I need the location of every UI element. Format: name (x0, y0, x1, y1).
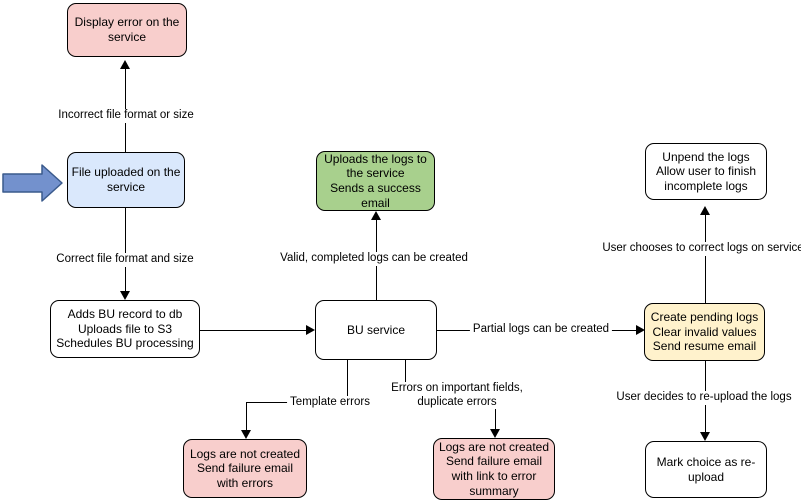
connector-to-bu-line (200, 330, 307, 331)
connector-correct-line (125, 208, 126, 292)
node-fail-summary: Logs are not created Send failure email … (433, 438, 555, 500)
node-bu-service: BU service (315, 300, 437, 360)
connector-user-chooses-line (705, 214, 706, 303)
edge-label-user-decides: User decides to re-upload the logs (613, 391, 795, 405)
arrowhead-down-icon (490, 429, 500, 438)
node-file-uploaded: File uploaded on the service (67, 152, 185, 208)
edge-label-correct: Correct file format and size (53, 253, 197, 267)
arrowhead-down-icon (120, 291, 130, 300)
node-unpend-logs: Unpend the logs Allow user to finish inc… (645, 143, 767, 200)
edge-label-incorrect: Incorrect file format or size (55, 109, 197, 123)
edge-label-valid: Valid, completed logs can be created (277, 252, 471, 266)
edge-label-important-errors: Errors on important fields, duplicate er… (388, 382, 526, 410)
connector-important-line-seg3 (495, 392, 496, 430)
arrowhead-down-icon (700, 432, 710, 441)
node-mark-reupload: Mark choice as re- upload (645, 441, 767, 498)
node-display-error: Display error on the service (67, 3, 187, 57)
node-fail-template: Logs are not created Send failure email … (183, 439, 307, 498)
node-create-pending: Create pending logs Clear invalid values… (644, 303, 765, 361)
arrowhead-right-icon (636, 325, 645, 335)
connector-template-line-seg3 (246, 402, 247, 430)
edge-label-user-chooses: User chooses to correct logs on service (599, 242, 801, 256)
connector-template-line-seg1 (347, 360, 348, 402)
edge-label-partial: Partial logs can be created (469, 323, 613, 337)
arrowhead-right-icon (306, 325, 315, 335)
node-uploads-success: Uploads the logs to the service Sends a … (316, 151, 435, 211)
start-arrow-icon (2, 164, 63, 202)
arrowhead-up-icon (120, 60, 130, 69)
node-adds-bu-record: Adds BU record to db Uploads file to S3 … (50, 300, 200, 358)
arrowhead-up-icon (371, 211, 381, 220)
edge-label-template: Template errors (287, 396, 373, 410)
arrowhead-up-icon (700, 206, 710, 215)
connector-important-line-seg1 (405, 360, 406, 392)
arrowhead-down-icon (241, 430, 251, 439)
